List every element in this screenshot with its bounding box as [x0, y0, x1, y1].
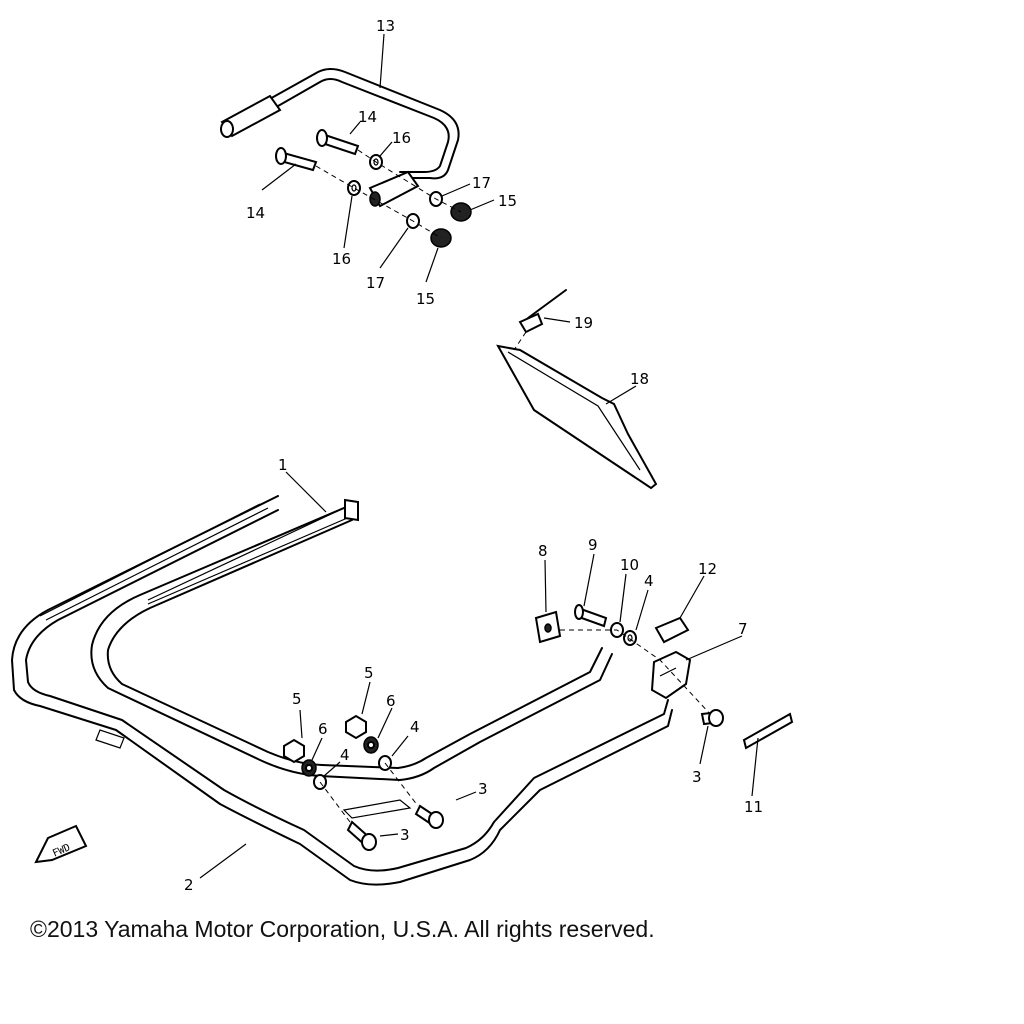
- leader-lines: [199, 33, 759, 879]
- callout-3-right: 3: [692, 768, 702, 786]
- callout-17-lower: 17: [366, 274, 385, 292]
- callout-15-upper: 15: [498, 192, 517, 210]
- bolt-part-3-right: [700, 709, 724, 727]
- callout-9: 9: [588, 536, 598, 554]
- callout-12: 12: [698, 560, 717, 578]
- screw-part-19: [513, 289, 567, 351]
- callout-16-upper: 16: [392, 129, 411, 147]
- plate-part-8: [534, 610, 562, 644]
- clip-part-12: [654, 616, 690, 644]
- washer-part-16-lower: [347, 180, 361, 196]
- callout-5-right: 5: [364, 664, 374, 682]
- callout-8: 8: [538, 542, 548, 560]
- callout-3-left: 3: [400, 826, 410, 844]
- callout-3-middle: 3: [478, 780, 488, 798]
- copyright-notice: ©2013 Yamaha Motor Corporation, U.S.A. A…: [30, 916, 655, 942]
- callout-11: 11: [744, 798, 763, 816]
- callout-6-right: 6: [386, 692, 396, 710]
- callout-1: 1: [278, 456, 288, 474]
- callout-2: 2: [184, 876, 194, 894]
- washer-part-4-right: [623, 630, 637, 646]
- license-plate-bracket-part-18: [496, 344, 658, 490]
- bolt-part-9: [574, 604, 608, 628]
- callout-10: 10: [620, 556, 639, 574]
- bolt-part-3-middle: [414, 804, 444, 829]
- rear-end-cap-part-7: [650, 650, 692, 700]
- bolt-part-3-left: [346, 820, 377, 851]
- callout-14-upper: 14: [358, 108, 377, 126]
- callout-6-left: 6: [318, 720, 328, 738]
- callout-15-lower: 15: [416, 290, 435, 308]
- frame-rail-part-2: [11, 495, 673, 886]
- bolt-part-14-upper: [316, 129, 360, 156]
- callout-4-left: 4: [340, 746, 350, 764]
- callout-14-lower: 14: [246, 204, 265, 222]
- nut-part-5-right: [345, 714, 367, 740]
- parts-diagram: FWD 13 14 16 14 17 15 16: [11, 17, 794, 894]
- washer-part-6-left: [301, 759, 317, 777]
- washer-part-6-right: [363, 736, 379, 754]
- forward-arrow-icon: FWD: [34, 824, 88, 864]
- callout-16-lower: 16: [332, 250, 351, 268]
- frame-rail-part-1: [90, 498, 613, 819]
- callout-4-right: 4: [644, 572, 654, 590]
- callout-18: 18: [630, 370, 649, 388]
- bolt-part-14-lower: [275, 147, 318, 172]
- callout-13: 13: [376, 17, 395, 35]
- callout-7: 7: [738, 620, 748, 638]
- strip-part-11: [742, 712, 794, 750]
- callout-5-left: 5: [292, 690, 302, 708]
- nut-part-5-left: [283, 738, 305, 764]
- grab-bar-part-13: [220, 68, 460, 208]
- callout-17-upper: 17: [472, 174, 491, 192]
- callout-19: 19: [574, 314, 593, 332]
- callout-4-middle: 4: [410, 718, 420, 736]
